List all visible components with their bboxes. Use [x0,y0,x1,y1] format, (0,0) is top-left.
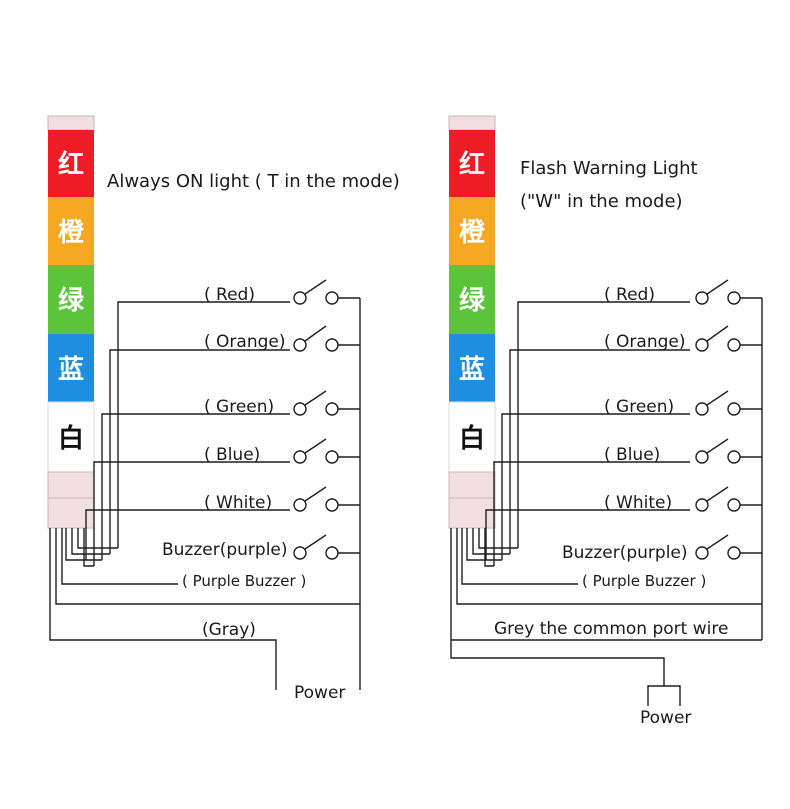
right-tower-blue [449,334,495,402]
left-tower-label-blue: 蓝 [58,355,84,385]
right-wire-green-drop [466,528,502,561]
right-label-orange: ( Orange) [604,332,685,352]
right-label-red: ( Red) [604,285,655,305]
right-tower-label-white: 白 [459,423,485,454]
right-tower-red [449,130,495,197]
left-tower-white [47,401,95,473]
left-diagram: 红 橙 绿 蓝 白 Always ON light ( T in the mod… [47,115,400,703]
left-wire-orange-drop [71,528,110,555]
left-tower-blue [48,334,94,402]
right-title-line2: ("W" in the mode) [520,191,683,212]
right-title-line1: Flash Warning Light [520,158,698,179]
left-label-purple-buzzer: ( Purple Buzzer ) [182,572,306,590]
right-label-common: Grey the common port wire [494,619,728,639]
right-label-blue: ( Blue) [604,445,660,465]
right-wire-power-feed [450,640,665,686]
left-wire-white [85,509,290,560]
left-tower-red [48,130,94,197]
left-wire-green [101,413,290,560]
left-tower-base-lower [47,497,95,529]
left-tower-base-upper [47,471,95,499]
right-power-plug [647,685,681,706]
right-tower-green [449,265,495,334]
right-tower-label-orange: 橙 [459,218,486,248]
right-label-power: Power [640,708,691,728]
right-switch-green [695,390,762,416]
right-label-purple-buzzer: ( Purple Buzzer ) [582,572,706,590]
right-tower: 红 橙 绿 蓝 白 [448,115,496,529]
left-wire-red-drop [77,528,118,549]
left-label-blue: ( Blue) [204,445,260,465]
left-tower-label-red: 红 [58,149,84,180]
right-tower-base-lower [448,497,496,529]
left-wire-red [117,301,290,548]
left-tower-label-white: 白 [58,423,84,454]
left-wire-blue [93,461,290,566]
left-switch-red [293,279,360,305]
left-switch-white [293,486,360,512]
left-label-power: Power [294,683,345,703]
right-tower-base-upper [448,471,496,499]
left-tower-orange [48,197,94,265]
left-wires [49,298,361,690]
left-label-buzzer: Buzzer(purple) [162,540,288,560]
right-tower-label-blue: 蓝 [459,355,485,385]
right-diagram: 红 橙 绿 蓝 白 Flash Warning Light ("W" in th… [448,115,763,728]
right-label-white: ( White) [604,493,672,513]
right-tower-label-red: 红 [459,149,485,180]
left-switch-green [293,390,360,416]
right-switch-red [695,279,762,305]
right-tower-white [448,401,496,473]
right-tower-label-green: 绿 [459,286,486,316]
left-wire-blue-drop [83,528,94,567]
right-switch-blue [695,438,762,464]
left-label-gray: (Gray) [202,620,256,640]
right-switch-buzzer [695,534,762,560]
right-wire-common [456,528,762,605]
left-tower: 红 橙 绿 蓝 白 [47,115,95,529]
left-label-orange: ( Orange) [204,332,285,352]
left-tower-green [48,265,94,334]
right-wire-white [485,509,690,560]
right-label-buzzer: Buzzer(purple) [562,543,688,563]
left-tower-top-cap [47,115,95,131]
left-label-white: ( White) [204,493,272,513]
right-tower-top-cap [448,115,496,131]
right-wire-blue-drop [484,528,494,567]
left-label-green: ( Green) [204,397,274,417]
left-title: Always ON light ( T in the mode) [107,171,400,192]
right-switches [695,279,762,560]
left-switch-orange [293,325,360,352]
left-wire-green-drop [65,528,102,561]
left-switches [293,279,360,560]
right-switch-orange [695,325,762,352]
left-wire-orange [109,349,290,554]
right-wire-red-drop [478,528,518,549]
left-wire-common [55,528,361,690]
right-wire-orange [509,349,690,554]
right-wire-red [517,301,690,548]
left-wire-purple [61,528,178,585]
right-wires [450,298,763,706]
right-label-green: ( Green) [604,397,674,417]
left-label-red: ( Red) [204,285,255,305]
left-tower-label-orange: 橙 [58,218,85,248]
left-switch-blue [293,438,360,464]
left-switch-buzzer [293,534,360,560]
right-tower-orange [449,197,495,265]
right-wire-purple [461,528,578,585]
left-wire-gray [49,528,277,690]
right-wire-orange-drop [472,528,510,555]
right-switch-white [695,486,762,512]
right-wire-green [501,413,690,560]
left-tower-label-green: 绿 [58,286,85,316]
right-wire-blue [493,461,690,566]
